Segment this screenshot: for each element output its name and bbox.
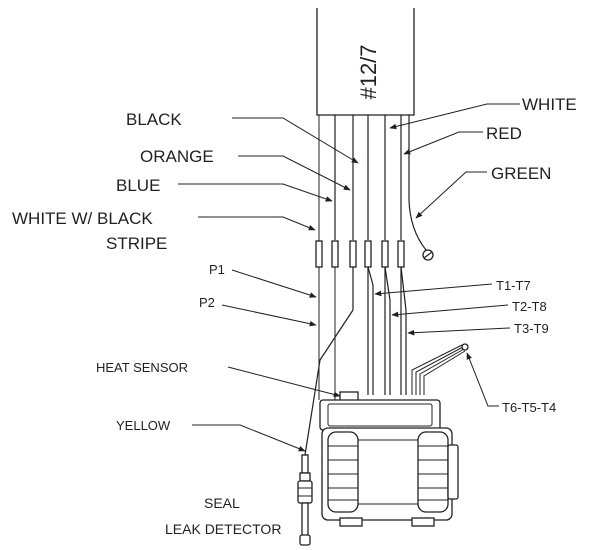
motor-leads: [304, 266, 469, 456]
terminal-connectors: [315, 240, 405, 268]
label-white: WHITE: [522, 95, 577, 114]
ground-screw: [422, 249, 434, 261]
seal-leak-detector: [297, 454, 313, 546]
label-white-black-stripe-line1: WHITE W/ BLACK: [12, 209, 153, 228]
label-t6-t5-t4: T6-T5-T4: [502, 400, 556, 415]
label-green: GREEN: [491, 164, 551, 183]
cable-label: #12/7: [356, 44, 381, 99]
label-heat-sensor: HEAT SENSOR: [96, 360, 188, 375]
label-orange: ORANGE: [140, 147, 214, 166]
label-p1: P1: [209, 262, 225, 277]
motor-body: [319, 391, 459, 527]
leader-lines: [178, 103, 520, 452]
label-t2-t8: T2-T8: [512, 299, 547, 314]
label-leak-detector: LEAK DETECTOR: [165, 521, 281, 537]
label-seal: SEAL: [204, 495, 240, 511]
cable-jacket: [316, 8, 415, 116]
label-black: BLACK: [126, 110, 182, 129]
label-p2: P2: [199, 295, 215, 310]
label-red: RED: [486, 124, 522, 143]
label-yellow: YELLOW: [116, 418, 171, 433]
label-t1-t7: T1-T7: [496, 278, 531, 293]
label-white-black-stripe-line2: STRIPE: [106, 234, 167, 253]
label-blue: BLUE: [116, 176, 160, 195]
label-t3-t9: T3-T9: [514, 321, 549, 336]
